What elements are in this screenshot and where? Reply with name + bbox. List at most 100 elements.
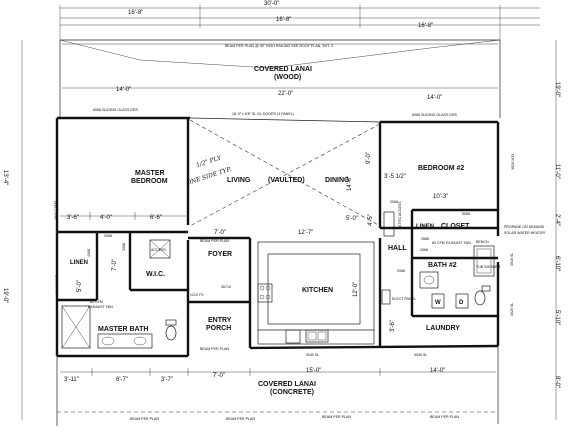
room-linen-right: LINEN [416, 224, 434, 230]
note-win-3020: 3020 XOX [511, 153, 515, 170]
dim-right-d: 6'-10" [554, 256, 560, 271]
dim-bath-v: 5'-0" [77, 280, 83, 292]
note-slider-mid: 18'-0" x 6'8" SL GL DOORS (4 PANEL) [232, 112, 294, 116]
side-dimension-lines [21, 40, 557, 420]
wic-access-hatch [149, 239, 171, 259]
room-hall: HALL [388, 245, 407, 252]
room-bedroom-2: BEDROOM #2 [418, 165, 464, 172]
cooktop-icon [257, 283, 273, 303]
kitchen-sink-icon [305, 329, 329, 343]
room-foyer: FOYER [208, 251, 232, 258]
note-beam-top: BEAM PER PLAN @ 36" HIGH RAILING SEE ROO… [225, 44, 333, 48]
note-win-3040: 3040 CSMT [55, 274, 59, 294]
room-linen-left: LINEN [70, 260, 88, 266]
dim-top-mid: 16'-8" [276, 17, 291, 23]
master-toilet-icon [165, 319, 177, 341]
dim-right-f: 8'-0" [554, 376, 560, 388]
dim-right-e: 5'-10" [554, 310, 560, 325]
note-door-2068-b: 2068 [397, 269, 405, 273]
dim-hall-v: 4'-5" [368, 214, 374, 226]
room-lanai-top: COVERED LANAI [254, 66, 312, 73]
note-handwritten-ply: 1/2" PLY [195, 154, 223, 169]
interior-walls [57, 118, 498, 356]
room-dining: DINING [325, 177, 350, 184]
note-tub: TUB SHOWER [476, 265, 501, 269]
washer-icon [431, 293, 445, 309]
dim-bed2-v: 9'-0" [366, 152, 372, 164]
note-door-3068-b: 3068 [122, 243, 126, 251]
room-living: LIVING [227, 177, 251, 184]
note-elect: ELECT PANEL [392, 297, 416, 301]
room-master-bedroom: MASTER [135, 170, 165, 177]
note-beam-4: BEAM PER PLAN [226, 417, 255, 421]
note-win-3016: 3016 SL [510, 253, 514, 266]
note-win-5040sl: 5040 SL [414, 353, 427, 357]
dim-bot-b: 6'-7" [116, 377, 128, 383]
attic-access-hatch [383, 211, 395, 237]
note-fan-left-1: 80 CFM [90, 300, 103, 304]
dryer-icon [455, 293, 469, 309]
dim-lanai-left: 14'-0" [116, 87, 131, 93]
note-door-2068-a: 2068 [390, 200, 398, 204]
dim-top-right: 16'-8" [418, 23, 433, 29]
note-win-3020b: 3020 SL [510, 303, 514, 316]
top-dimensions [59, 5, 540, 40]
room-entry-porch: PORCH [206, 325, 231, 332]
shower-icon [61, 305, 91, 349]
note-win-3040sl: 3040 SL [306, 353, 319, 357]
dim-closet-w: 5'-0" [346, 216, 358, 222]
note-door-2668: 2668 [420, 248, 428, 252]
lanai-concrete-outline [56, 346, 499, 426]
master-vanity-icon [97, 333, 153, 349]
note-slider-right: 6068 SLIDING GLASS DRS [412, 113, 458, 117]
room-lanai-bottom: COVERED LANAI [258, 381, 316, 388]
room-master-bedroom-sub: BEDROOM [131, 178, 168, 185]
note-beam-2: BEAM PER PLAN [200, 347, 229, 351]
note-door-3068-a: 3068 [104, 234, 112, 238]
note-beam-1: BEAM PER PLAN [200, 239, 229, 243]
dim-bot-a: 3'-11" [64, 377, 79, 383]
note-door-4068: 4068 [87, 249, 91, 257]
note-win-2040: 2040 CSMT [54, 200, 58, 220]
bath2-toilet-icon [474, 285, 491, 306]
room-vaulted: (VAULTED) [268, 177, 305, 184]
dim-top-total: 30'-0" [264, 1, 279, 7]
note-win-36710: 36710 [221, 285, 231, 289]
note-fan-right: 80 CFM EXHAUST FAN [432, 241, 471, 245]
dim-bot-c: 3'-7" [161, 377, 173, 383]
note-beam-6: BEAM PER PLAN [430, 415, 459, 419]
room-bath-2: BATH #2 [428, 262, 457, 269]
bath2-vanity-icon [419, 271, 439, 289]
bedroom-dim-line [60, 212, 186, 220]
dim-bed2-w: 10'-3" [433, 194, 448, 200]
dim-linen-h: 7'-0" [112, 259, 118, 271]
dim-bot-d: 7'-0" [213, 373, 225, 379]
dim-bed1-b: 4'-0" [100, 215, 112, 221]
dim-bed1-a: 3'-6" [67, 215, 79, 221]
note-attic: ATTIC ACCESS [398, 201, 402, 227]
room-wic: W.I.C. [146, 271, 165, 278]
room-entry: ENTRY [208, 317, 232, 324]
note-beam-3: BEAM PER PLAN [130, 417, 159, 421]
label-dryer: D [459, 300, 464, 306]
room-lanai-top-sub: (WOOD) [274, 74, 301, 81]
dim-bot-f: 14'-0" [430, 368, 445, 374]
dim-lanai-right: 14'-0" [427, 95, 442, 101]
note-slider-left: 6068 SLIDING GLASS DRS [93, 108, 139, 112]
room-master-bath: MASTER BATH [98, 326, 148, 333]
note-propane-1: PROPANE ON DEMAND [504, 225, 545, 229]
dim-right-c: 2'-4" [554, 214, 560, 226]
note-door-5068: 5068 [462, 212, 470, 216]
dim-bed2-a: 3'-5 1/2" [384, 174, 406, 180]
room-kitchen: KITCHEN [302, 287, 333, 294]
note-beam-5: BEAM PER PLAN [322, 415, 351, 419]
dim-lanai-mid: 22'-0" [278, 91, 293, 97]
refrigerator-icon [285, 329, 301, 344]
room-lanai-bottom-sub: (CONCRETE) [270, 389, 314, 396]
dim-bot-e: 15'-0" [306, 368, 321, 374]
label-washer: W [435, 300, 441, 306]
note-bench: BENCH [476, 240, 489, 244]
lanai-wood-outline [59, 39, 501, 118]
room-closet: CLOSET [441, 223, 470, 230]
